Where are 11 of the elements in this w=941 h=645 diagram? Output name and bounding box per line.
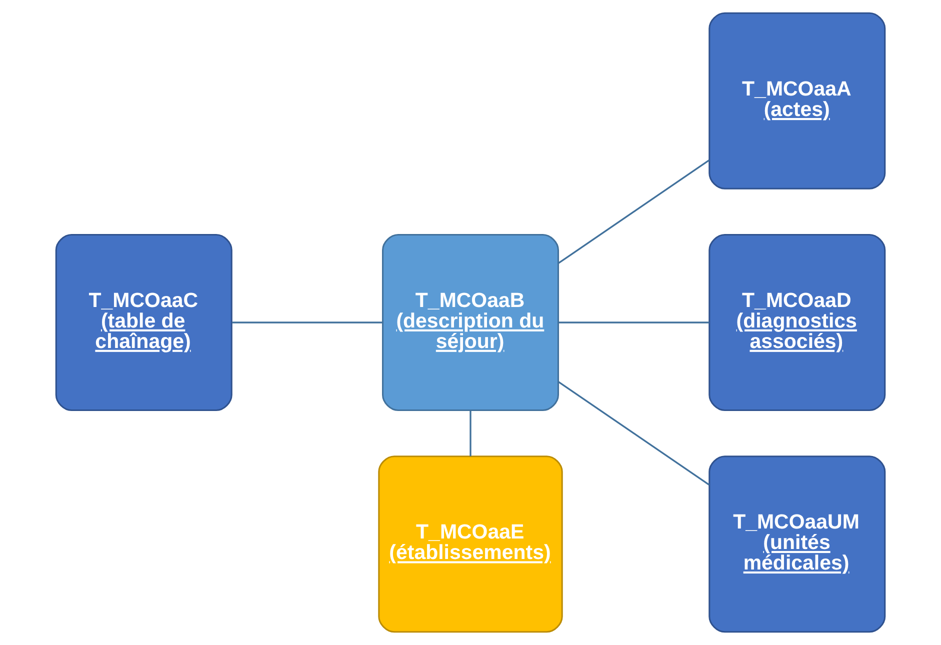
node-box: T_MCOaaB (description du séjour) <box>382 234 560 412</box>
connector <box>232 322 383 324</box>
node-box: T_MCOaaUM (unités médicales) <box>708 456 886 633</box>
node-box: T_MCOaaA (actes) <box>708 12 886 190</box>
node-box: T_MCOaaC (table de chaînage) <box>55 234 232 412</box>
connector <box>558 159 710 264</box>
connector <box>470 410 472 456</box>
connector <box>558 322 710 324</box>
node-box: T_MCOaaD (diagnostics associés) <box>708 234 886 412</box>
connector <box>558 381 710 486</box>
node-box: T_MCOaaE (établissements) <box>378 456 563 633</box>
